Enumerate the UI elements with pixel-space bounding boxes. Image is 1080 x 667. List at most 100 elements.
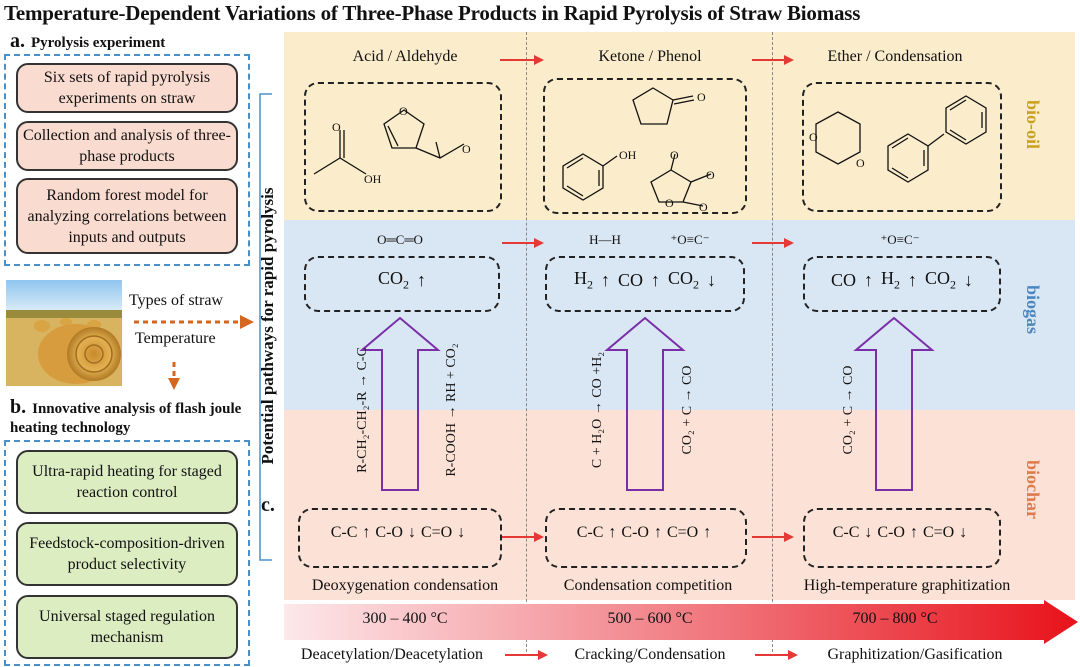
- char-box-1-content: C-C↑ C-O↓ C=O↓: [298, 524, 498, 542]
- phenol-oh-label: OH: [619, 148, 637, 162]
- co2-structure: O═C═O: [377, 232, 423, 247]
- char-cc-col3: C-C: [832, 524, 860, 541]
- furfural-ring-o-label: O: [399, 104, 408, 118]
- section-a-item-3: Random forest model for analyzing correl…: [16, 178, 238, 254]
- arrow-down-icon: ↓: [457, 524, 466, 541]
- dioxane-o-label-1: O: [809, 130, 818, 144]
- input-types-of-straw: Types of straw: [129, 292, 223, 309]
- oil-group-1: Acid / Aldehyde: [352, 48, 458, 65]
- section-b-box: [4, 440, 250, 666]
- temperature-range-3: 700 – 800 °C: [852, 610, 938, 627]
- process-label-2: Cracking/Condensation: [574, 646, 726, 663]
- methoxy-o-label-2: O: [706, 168, 715, 182]
- gas-co2-col2: CO2: [668, 268, 700, 292]
- h2-structure: H—H: [589, 232, 621, 247]
- char-cc-col2: C-C: [576, 524, 604, 541]
- co-structure-col3: ⁺O≡C⁻: [880, 232, 920, 247]
- arrow-down-icon: ↓: [407, 524, 416, 541]
- arrow-up-icon: ↑: [653, 524, 662, 541]
- arrow-down-icon: ↓: [964, 269, 974, 290]
- char-co-col2: C-O: [621, 524, 649, 541]
- arrow-up-icon: ↑: [651, 269, 660, 290]
- char-c-double-o-col3: C=O: [922, 524, 955, 541]
- arrow-up-icon: ↑: [362, 524, 371, 541]
- char-box-2: [545, 508, 747, 568]
- char-co-col1: C-O: [375, 524, 403, 541]
- section-b-heading: b.Innovative analysis of flash joule hea…: [10, 396, 250, 438]
- phase-label-biogas: biogas: [1023, 285, 1043, 335]
- char-cc-col1: C-C: [330, 524, 358, 541]
- section-c-letter: c.: [261, 494, 275, 516]
- arrow-up-icon: ↑: [608, 524, 617, 541]
- temperature-gradient-arrow: [284, 600, 1078, 644]
- temperature-range-2: 500 – 600 °C: [607, 610, 693, 627]
- arrow-down-icon: ↓: [864, 524, 873, 541]
- section-a-box: [4, 54, 250, 266]
- arrow-up-icon: ↑: [864, 269, 873, 290]
- gas-co-col3: CO: [830, 269, 856, 290]
- gas-h2-col2: H2: [573, 268, 593, 292]
- reaction-anchor-3a: CO₂ + C → CO: [841, 366, 856, 455]
- char-co-col3: C-O: [877, 524, 905, 541]
- gas-co2-col1: CO2: [377, 268, 409, 292]
- section-a-heading: a. Pyrolysis experiment: [10, 30, 165, 53]
- column-separator-2: [772, 32, 773, 652]
- stage-label-1: Deoxygenation condensation: [311, 577, 499, 594]
- section-b-letter: b.: [10, 396, 27, 418]
- reaction-col2-right: CO₂ + C → CO: [680, 365, 695, 455]
- oil-group-2: Ketone / Phenol: [598, 48, 702, 65]
- char-box-1: [298, 508, 502, 568]
- gas-h2-col3: H2: [881, 268, 900, 292]
- gas-box-2: [545, 256, 745, 312]
- process-label-1: Deacetylation/Deacetylation: [300, 646, 484, 663]
- phase-label-biochar: biochar: [1023, 460, 1043, 520]
- section-b-item-3: Universal staged regulation mechanism: [16, 595, 238, 659]
- dioxane-o-label-2: O: [856, 156, 865, 170]
- ketone-phenol-structures: [562, 87, 712, 207]
- char-box-3-content: C-C↓ C-O↑ C=O↓: [803, 524, 997, 542]
- section-a-title: Pyrolysis experiment: [31, 35, 166, 51]
- acid-aldehyde-structures: [313, 109, 465, 175]
- furfural-aldehyde-o-label: O: [462, 142, 471, 156]
- reaction-anchor-1b: R-COOH → RH + CO₂: [444, 343, 459, 476]
- methoxy-o-label-3: O: [699, 200, 708, 214]
- char-c-double-o-col1: C=O: [420, 524, 453, 541]
- section-c-heading: c.: [261, 494, 281, 517]
- gas-co2-col3: CO2: [925, 268, 957, 292]
- process-label-3: Graphitization/Gasification: [827, 646, 1003, 663]
- gas-box-3: [803, 256, 1001, 312]
- gas-box-3-content: CO↑ H2↑ CO2↓: [803, 268, 1001, 293]
- section-a-letter: a.: [10, 30, 25, 52]
- gas-co-col2: CO: [617, 269, 643, 290]
- arrow-up-icon: ↑: [909, 524, 918, 541]
- char-c-double-o-col2: C=O: [666, 524, 699, 541]
- gas-box-1: [304, 256, 500, 312]
- furan-ring-o-label: O: [665, 196, 674, 210]
- biogas-band: [284, 220, 1075, 410]
- ether-condensation-structures: [815, 95, 987, 183]
- reaction-anchor-1a: R-CH₂-CH₂-R → C-C: [355, 347, 370, 473]
- reaction-col2-left: C + H₂O → CO +H₂: [590, 351, 605, 469]
- methoxy-o-label-1: O: [670, 148, 679, 162]
- stage-label-3: High-temperature graphitization: [803, 577, 1011, 594]
- page-title: Temperature-Dependent Variations of Thre…: [4, 1, 861, 25]
- biochar-band: [284, 410, 1075, 600]
- arrow-up-icon: ↑: [600, 269, 610, 290]
- acetic-acid-o-label: O: [332, 120, 341, 134]
- stage-label-2: Condensation competition: [563, 577, 733, 594]
- section-a-item-2: Collection and analysis of three-phase p…: [16, 121, 238, 171]
- section-b-item-2: Feedstock-composition-driven product sel…: [16, 522, 238, 586]
- oil-box-2: [543, 78, 747, 214]
- arrow-down-icon: ↓: [707, 269, 717, 290]
- gas-box-1-content: CO2↑: [304, 268, 500, 293]
- gas-box-2-content: H2 ↑ CO ↑ CO2 ↓: [545, 268, 745, 293]
- char-box-2-content: C-C↑ C-O↑ C=O↑: [545, 524, 743, 542]
- reaction-col1-left: R-CH₂-CH₂-R → C-C: [355, 347, 370, 473]
- input-arrows: [134, 315, 254, 390]
- acetic-acid-oh-label: OH: [364, 172, 382, 186]
- pathways-bracket: [259, 93, 272, 561]
- co-structure-col2: ⁺O≡C⁻: [670, 232, 710, 247]
- reaction-col1-right: R-COOH → RH + CO₂: [444, 343, 459, 477]
